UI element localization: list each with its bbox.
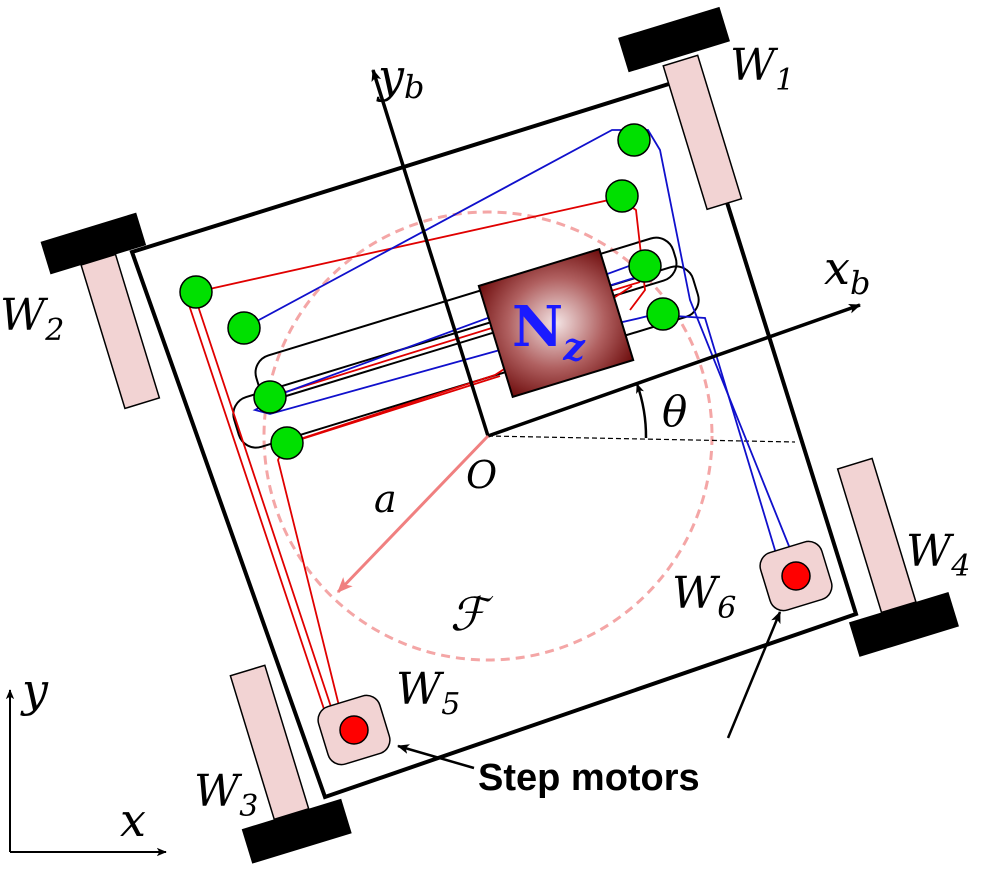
theta-arc — [635, 383, 648, 439]
step-motors-arrow-left — [397, 744, 475, 770]
wheel-w1 — [618, 6, 743, 211]
pulley-2 — [605, 179, 639, 213]
yb-axis — [371, 69, 490, 437]
label-radius: a — [374, 477, 397, 521]
label-theta: θ — [662, 387, 687, 436]
label-origin: O — [466, 453, 497, 497]
pulley-4 — [646, 297, 680, 331]
pulley-7 — [253, 380, 287, 414]
pulley-1 — [617, 123, 651, 157]
wheel-w3 — [229, 664, 352, 864]
motor-w5 — [317, 694, 391, 766]
label-w5: W5 — [396, 664, 460, 722]
pulley-6 — [227, 311, 261, 345]
label-yb: yb — [376, 49, 424, 106]
pulley-8 — [270, 426, 304, 460]
payload-nz — [477, 247, 635, 399]
label-w1: W1 — [730, 40, 794, 98]
xb-axis — [487, 303, 861, 438]
workspace-circle — [262, 210, 714, 662]
label-w3: W3 — [194, 766, 258, 824]
radius-arrow — [336, 434, 490, 594]
label-step-motors: Step motors — [478, 757, 700, 799]
reference-line — [487, 435, 796, 443]
rail-upper — [254, 236, 678, 400]
wheel-w2 — [40, 212, 161, 410]
label-world-y: y — [20, 663, 49, 717]
label-w6: W6 — [672, 568, 736, 626]
label-w2: W2 — [0, 290, 64, 348]
motor-w6 — [759, 540, 833, 612]
label-nz: Nz — [512, 294, 586, 369]
wheel-w4 — [836, 457, 959, 657]
step-motors-arrow-right — [726, 611, 782, 739]
label-world-x: x — [120, 793, 146, 847]
pulley-3 — [628, 249, 662, 283]
label-w4: W4 — [906, 526, 970, 584]
pulleys — [179, 123, 680, 460]
label-xb: xb — [824, 241, 870, 302]
pulley-5 — [179, 275, 213, 309]
